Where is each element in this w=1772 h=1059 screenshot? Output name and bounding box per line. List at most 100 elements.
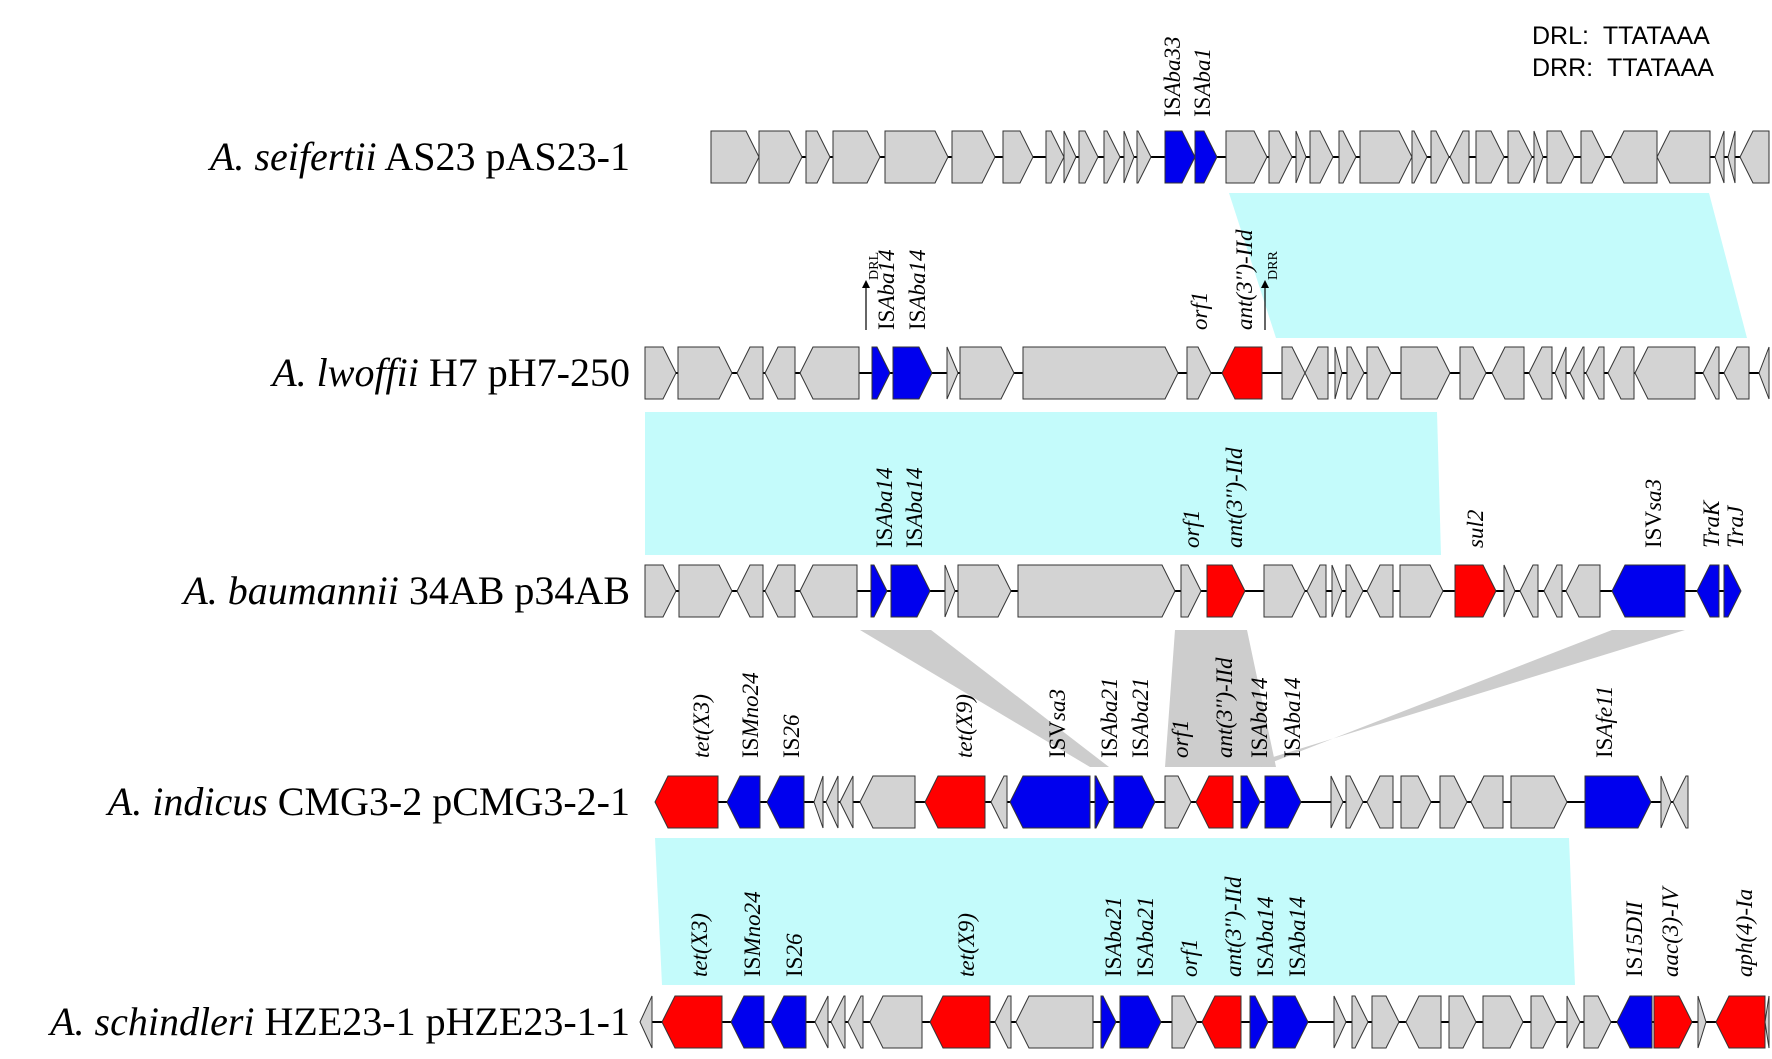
gene-arrow [726, 775, 761, 829]
gene-arrow [1491, 346, 1525, 400]
strain-plasmid: HZE23-1 pHZE23-1-1 [255, 999, 630, 1044]
gene-arrow [1268, 130, 1293, 184]
gene-label: ISMno24 [740, 891, 765, 977]
track-label-baumannii: A. baumannii 34AB p34AB [180, 568, 630, 613]
gene-label: IS26 [779, 714, 804, 758]
gene-arrow [730, 995, 765, 1049]
gene-arrow [1448, 995, 1477, 1049]
gene-arrow [1475, 130, 1505, 184]
gene-label: tet(X9) [954, 913, 979, 977]
gene-arrow [644, 564, 677, 618]
strain-plasmid: 34AB p34AB [399, 568, 630, 613]
gene-arrow [1449, 130, 1470, 184]
homology-links [645, 193, 1747, 985]
gene-arrow [770, 995, 807, 1049]
gene-arrow [813, 775, 824, 829]
gene-arrow [1546, 130, 1575, 184]
drl-legend-name: DRL [1532, 22, 1583, 50]
gene-arrow [1331, 564, 1343, 618]
gene-arrow [1015, 995, 1094, 1049]
gene-label: orf1 [1177, 939, 1202, 977]
gene-label: ant(3'')-IId [1222, 447, 1247, 548]
track-seifertii [710, 130, 1770, 184]
gene-arrow [1723, 346, 1750, 400]
plasmid-tracks [639, 130, 1770, 1049]
gene-arrow [1164, 130, 1196, 184]
gene-label: ISAba14 [905, 249, 930, 330]
gene-arrow [1103, 130, 1121, 184]
gene-arrow [1194, 130, 1218, 184]
gene-arrow [710, 130, 760, 184]
gene-arrow [1123, 130, 1135, 184]
gene-arrow [1583, 995, 1612, 1049]
drr-legend-seq: TTATAAA [1607, 54, 1714, 82]
gene-arrow [1399, 564, 1444, 618]
strain-plasmid: CMG3-2 pCMG3-2-1 [268, 779, 630, 824]
gene-arrow [1017, 564, 1176, 618]
gene-label: ISVsa3 [1641, 479, 1666, 548]
gene-arrow [661, 995, 723, 1049]
gene-arrow [1715, 995, 1766, 1049]
gene-arrow [1078, 130, 1099, 184]
gene-arrow [1264, 775, 1302, 829]
gene-label: tet(X3) [689, 694, 714, 758]
gene-label: orf1 [1179, 510, 1204, 548]
gene-arrow [1543, 564, 1563, 618]
gene-arrow [1510, 775, 1568, 829]
gene-arrow [1519, 564, 1539, 618]
homology-link-6 [655, 838, 1575, 985]
homology-link-1 [1229, 193, 1747, 338]
gene-arrow [944, 564, 956, 618]
dr-marker-label: DRL [867, 252, 882, 280]
gene-label: TraK [1699, 499, 1724, 548]
gene-arrow [1333, 995, 1347, 1049]
gene-arrow [1454, 564, 1497, 618]
track-lwoffii [644, 346, 1770, 400]
track-label-schindleri: A. schindleri HZE23-1 pHZE23-1-1 [47, 999, 630, 1044]
species-name: A. indicus [105, 779, 268, 824]
gene-arrow [736, 564, 764, 618]
gene-label: ISAfe11 [1592, 686, 1617, 758]
gene-arrow [1345, 564, 1364, 618]
gene-arrow [1714, 130, 1725, 184]
gene-arrow [959, 346, 1015, 400]
gene-arrow [1507, 130, 1533, 184]
gene-arrow [1366, 775, 1394, 829]
gene-arrow [1206, 564, 1246, 618]
gene-arrow [1739, 130, 1770, 184]
gene-arrow [677, 346, 733, 400]
gene-arrow [1221, 346, 1263, 400]
gene-arrow [1585, 346, 1605, 400]
gene-arrow [1334, 346, 1343, 400]
gene-label: sul2 [1463, 510, 1488, 548]
gene-arrow [1136, 130, 1152, 184]
gene-arrow [1366, 564, 1394, 618]
gene-arrow [1580, 130, 1606, 184]
gene-arrow [736, 346, 764, 400]
gene-arrow [1045, 130, 1065, 184]
gene-arrow [654, 775, 719, 829]
gene-arrow [758, 130, 803, 184]
gene-label: ant(3'')-IId [1221, 876, 1246, 977]
gene-arrow [1616, 995, 1653, 1049]
dr-legend: DRL: TTATAAA DRR: TTATAAA [1532, 22, 1767, 82]
gene-label: ISAba21 [1101, 896, 1126, 977]
gene-arrow [1359, 130, 1413, 184]
dr-marker-drl: DRL [862, 252, 882, 330]
gene-arrow [764, 346, 796, 400]
gene-arrow [814, 995, 829, 1049]
gene-arrow [1263, 564, 1306, 618]
gene-arrow [1225, 130, 1268, 184]
track-label-indicus: A. indicus CMG3-2 pCMG3-2-1 [105, 779, 630, 824]
gene-arrow [830, 995, 846, 1049]
gene-arrow [764, 564, 796, 618]
gene-arrow [639, 995, 653, 1049]
gene-label: ISAba21 [1097, 677, 1122, 758]
gene-arrow [951, 130, 996, 184]
gene-arrow [1306, 564, 1327, 618]
gene-arrow [1113, 775, 1156, 829]
species-name: A. schindleri [47, 999, 254, 1044]
gene-arrow [1201, 995, 1242, 1049]
gene-arrow [1346, 346, 1365, 400]
